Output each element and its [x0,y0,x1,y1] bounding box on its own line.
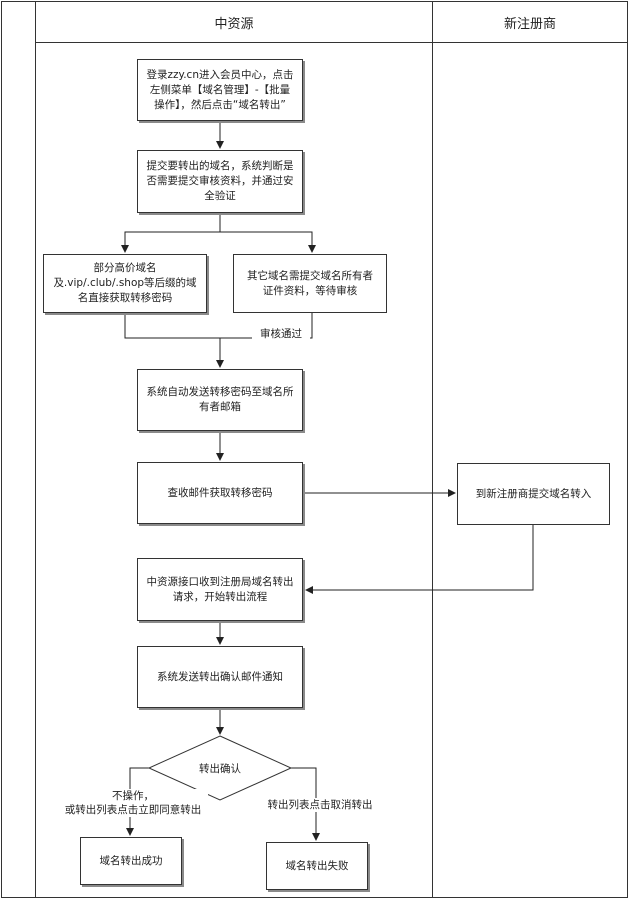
node-branch-direct-code: 部分高价域名 及.vip/.club/.shop等后缀的域 名直接获取转移密码 [43,254,207,313]
node-fail: 域名转出失败 [266,842,368,890]
decision-label: 转出确认 [199,763,241,775]
node-notify-email: 系统发送转出确认邮件通知 [137,646,303,708]
lane-header-new-registrar: 新注册商 [503,16,556,32]
node-get-code: 查收邮件获取转移密码 [137,462,303,524]
arrow-branches-merge [124,313,313,339]
arrow-submit-split [121,213,221,253]
label-no-action: 不操作， 或转出列表点击立即同意转出 [58,789,208,817]
lane-header-zhongziyuan: 中资源 [214,16,254,32]
node-branch-audit: 其它域名需提交域名所有者 证件资料，等待审核 [233,254,387,313]
arrow-new-registrar-to-receive [305,525,534,594]
arrow-decision-to-fail [290,767,320,841]
node-success: 域名转出成功 [80,837,182,885]
node-login: 登录zzy.cn进入会员中心，点击 左侧菜单【域名管理】-【批量 操作】，然后点… [137,59,303,121]
node-submit: 提交要转出的域名，系统判断是 否需要提交审核资料，并通过安 全验证 [137,150,303,213]
node-send-code: 系统自动发送转移密码至域名所 有者邮箱 [137,369,303,431]
label-cancel: 转出列表点击取消转出 [258,798,382,812]
arrow-submit-to-branch-b [220,231,316,253]
label-approved: 审核通过 [252,327,310,341]
decision-diamond [147,735,293,801]
node-receive-request: 中资源接口收到注册局域名转出 请求，开始转出流程 [137,558,303,621]
node-new-registrar-transfer-in: 到新注册商提交域名转入 [457,463,610,525]
